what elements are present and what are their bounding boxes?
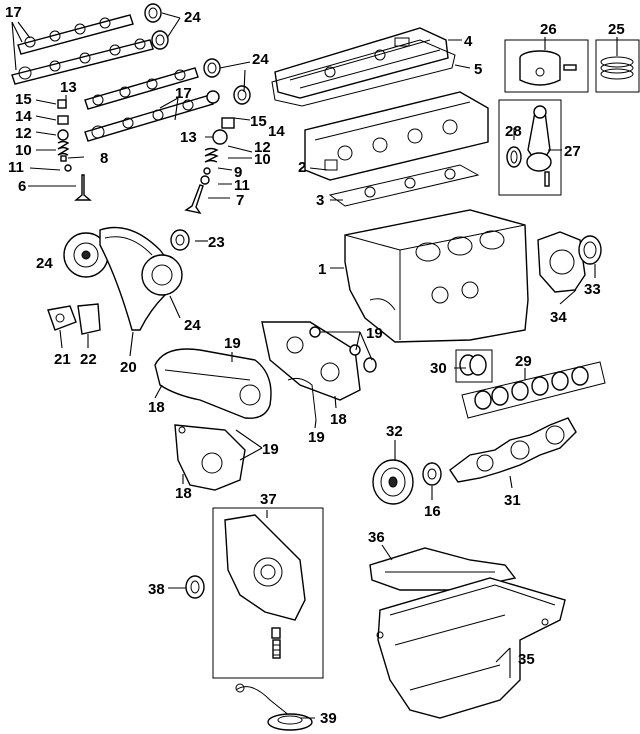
callout-24: 24 <box>36 255 53 272</box>
callout-10: 10 <box>254 151 271 168</box>
valve-train-left[interactable] <box>57 99 92 201</box>
thrust-bearing[interactable] <box>455 349 493 383</box>
callout-7: 7 <box>236 192 244 209</box>
rod-bearing[interactable] <box>506 146 522 168</box>
callout-31: 31 <box>504 492 521 509</box>
callout-28: 28 <box>505 123 522 140</box>
piston-rings[interactable] <box>600 56 634 80</box>
tensioner-pulley[interactable] <box>77 303 101 335</box>
callout-11: 11 <box>8 159 24 176</box>
callout-16: 16 <box>424 503 441 520</box>
callout-14: 14 <box>268 123 285 140</box>
timing-pulley-small[interactable] <box>170 229 190 251</box>
callout-20: 20 <box>120 359 137 376</box>
callout-5: 5 <box>474 61 482 78</box>
callout-24: 24 <box>252 51 269 68</box>
callout-26: 26 <box>540 21 557 38</box>
callout-18: 18 <box>330 411 347 428</box>
callout-39: 39 <box>320 710 337 727</box>
main-bearings-box <box>461 361 606 419</box>
callout-15: 15 <box>15 91 32 108</box>
callout-19: 19 <box>224 335 241 352</box>
callout-34: 34 <box>550 309 567 326</box>
camshaft-pulley[interactable] <box>63 232 109 278</box>
piston-box <box>504 39 589 93</box>
engine-block[interactable] <box>344 209 529 343</box>
callout-36: 36 <box>368 529 385 546</box>
callout-21: 21 <box>54 351 71 368</box>
callout-6: 6 <box>18 178 26 195</box>
callout-11: 11 <box>234 177 250 194</box>
rear-seal-retainer[interactable] <box>537 231 586 293</box>
idler-pulley[interactable] <box>141 254 183 296</box>
piston[interactable] <box>519 50 577 86</box>
callout-27: 27 <box>564 143 581 160</box>
callout-24: 24 <box>184 9 201 26</box>
callout-19: 19 <box>308 429 325 446</box>
callout-19: 19 <box>366 325 383 342</box>
front-crank-seal[interactable] <box>185 575 205 599</box>
leader-lines <box>11 12 618 719</box>
timing-cover-lower[interactable] <box>174 424 246 491</box>
valve-train-right[interactable] <box>184 117 235 215</box>
timing-belt[interactable] <box>99 226 173 331</box>
callout-4: 4 <box>464 33 473 50</box>
crankshaft-sprocket[interactable] <box>422 462 442 486</box>
callout-30: 30 <box>430 360 447 377</box>
callout-23: 23 <box>208 234 225 251</box>
crankshaft[interactable] <box>449 417 577 483</box>
callout-13: 13 <box>180 129 197 146</box>
valve-cover-gasket[interactable] <box>271 39 456 107</box>
callout-1: 1 <box>318 261 326 278</box>
camshaft-seal-upper[interactable] <box>144 3 169 50</box>
connecting-rod[interactable] <box>526 105 552 187</box>
callout-14: 14 <box>15 108 32 125</box>
valve-cover[interactable] <box>274 27 449 99</box>
oil-pan[interactable] <box>376 577 566 719</box>
oil-pickup-tube[interactable] <box>235 683 313 731</box>
callout-32: 32 <box>386 423 403 440</box>
crankshaft-pulley[interactable] <box>372 459 414 505</box>
callout-24: 24 <box>184 317 201 334</box>
cylinder-head[interactable] <box>304 91 489 181</box>
oil-pump[interactable] <box>224 514 306 659</box>
camshaft-lower-left[interactable] <box>84 67 220 142</box>
callout-38: 38 <box>148 581 165 598</box>
belt-tensioner[interactable] <box>47 305 77 331</box>
callout-35: 35 <box>518 651 535 668</box>
callout-10: 10 <box>15 142 32 159</box>
callout-9: 9 <box>234 164 242 181</box>
callouts: 17 24 24 17 13 15 14 12 10 8 11 6 15 14 … <box>5 4 625 727</box>
callout-8: 8 <box>100 150 108 167</box>
callout-18: 18 <box>175 485 192 502</box>
oil-pump-box <box>212 507 324 679</box>
main-bearings[interactable] <box>474 366 589 410</box>
connecting-rod-box <box>498 99 562 196</box>
callout-19: 19 <box>262 441 279 458</box>
callout-12: 12 <box>254 139 271 156</box>
callout-3: 3 <box>316 192 324 209</box>
callout-18: 18 <box>148 399 165 416</box>
head-gasket[interactable] <box>328 164 480 207</box>
rear-main-seal[interactable] <box>578 235 602 265</box>
oil-pan-baffle[interactable] <box>369 547 517 591</box>
callout-17: 17 <box>175 85 192 102</box>
camshaft-upper-left[interactable] <box>11 14 154 85</box>
callout-22: 22 <box>80 351 97 368</box>
callout-29: 29 <box>515 353 532 370</box>
callout-33: 33 <box>584 281 601 298</box>
callout-15: 15 <box>250 113 267 130</box>
timing-cover-upper[interactable] <box>154 348 272 419</box>
callout-13: 13 <box>60 79 77 96</box>
callout-12: 12 <box>15 125 32 142</box>
callout-37: 37 <box>260 491 277 508</box>
callout-2: 2 <box>298 159 306 176</box>
callout-17: 17 <box>5 4 22 21</box>
callout-25: 25 <box>608 21 625 38</box>
